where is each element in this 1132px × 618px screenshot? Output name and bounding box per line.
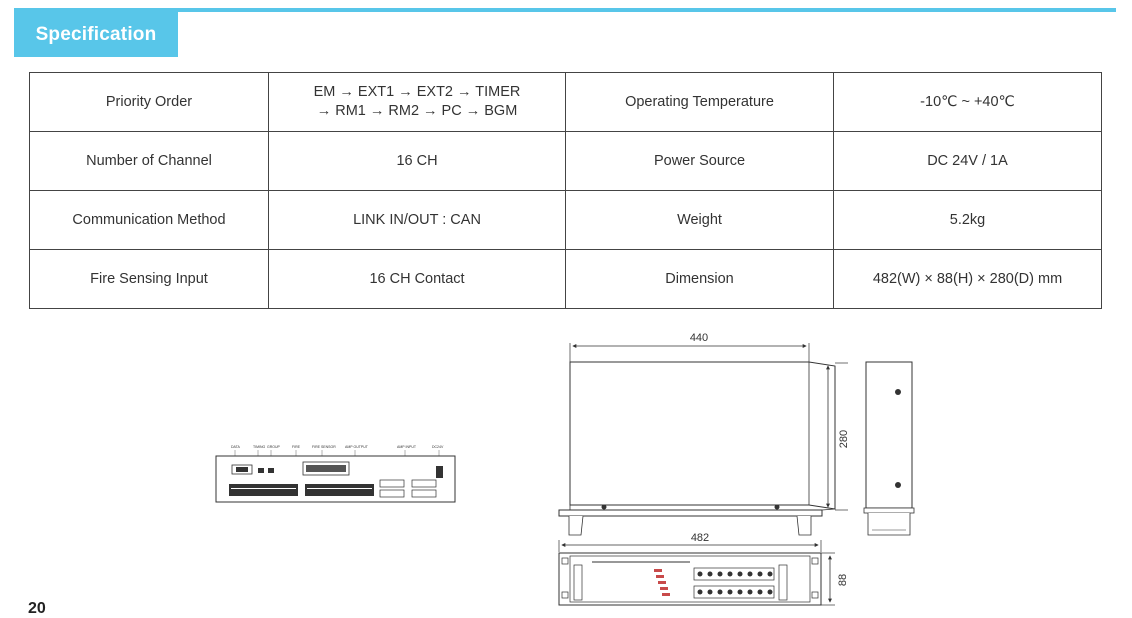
dimension-label: 482 (691, 532, 709, 544)
spec-label: Communication Method (29, 190, 269, 250)
spec-label: Power Source (565, 131, 834, 191)
spec-label: Weight (565, 190, 834, 250)
rear-label: AMP OUTPUT (345, 445, 369, 449)
dimension-label: 280 (838, 430, 850, 448)
spec-label: Number of Channel (29, 131, 269, 191)
spec-value: 16 CH Contact (268, 249, 566, 309)
rear-label: AMP INPUT (397, 445, 417, 449)
rear-label: TIMING (253, 445, 266, 449)
spec-value: 16 CH (268, 131, 566, 191)
spec-value: 5.2kg (833, 190, 1102, 250)
spec-label: Operating Temperature (565, 72, 834, 132)
spec-label: Priority Order (29, 72, 269, 132)
spec-table: Priority Order EM → EXT1 → EXT2 → TIMER … (29, 72, 1102, 309)
table-row: Priority Order EM → EXT1 → EXT2 → TIMER … (29, 72, 1102, 132)
table-row: Communication Method LINK IN/OUT : CAN W… (29, 190, 1102, 250)
dimension-label: 88 (837, 574, 849, 586)
rear-panel-drawing: DATA TIMING GROUP FIRE FIRE SENSOR AMP O… (215, 445, 456, 503)
header-rule (14, 8, 1116, 12)
rear-label: GROUP (267, 445, 281, 449)
page-number: 20 (28, 600, 46, 617)
rear-label: DATA (231, 445, 240, 449)
spec-value: 482(W) × 88(H) × 280(D) mm (833, 249, 1102, 309)
rear-label: FIRE SENSOR (312, 445, 336, 449)
front-view-drawing: 482 88 (558, 532, 849, 606)
side-view-drawing (863, 361, 915, 536)
spec-value: LINK IN/OUT : CAN (268, 190, 566, 250)
spec-value: EM → EXT1 → EXT2 → TIMER → RM1 → RM2 → P… (268, 72, 566, 132)
rear-label: DC24V (432, 445, 444, 449)
top-view-drawing: 440 280 (558, 332, 850, 536)
section-title: Specification (14, 12, 178, 57)
table-row: Number of Channel 16 CH Power Source DC … (29, 131, 1102, 191)
table-row: Fire Sensing Input 16 CH Contact Dimensi… (29, 249, 1102, 309)
rear-label: FIRE (292, 445, 301, 449)
dimension-label: 440 (690, 332, 708, 344)
spec-label: Dimension (565, 249, 834, 309)
spec-value: -10℃ ~ +40℃ (833, 72, 1102, 132)
spec-label: Fire Sensing Input (29, 249, 269, 309)
